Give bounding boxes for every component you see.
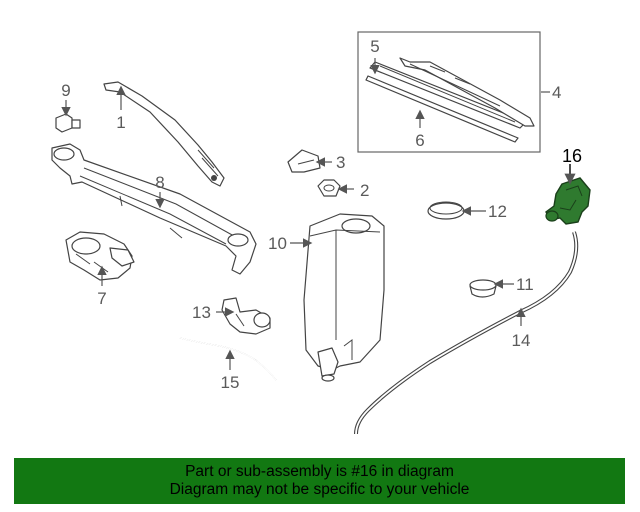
notice-line-1: Part or sub-assembly is #16 in diagram	[185, 463, 454, 480]
part-14-hose	[354, 231, 579, 435]
callout-7: 7	[97, 289, 106, 308]
callout-4: 4	[552, 83, 561, 102]
callout-11: 11	[516, 275, 534, 294]
part-16-highlighted-assembly	[545, 177, 591, 225]
part-12-cap	[427, 201, 465, 220]
callout-16: 16	[562, 146, 582, 166]
callout-labels: 1 2 3 4 5 6 7 8 9 10 11 12 13 14 15 16	[61, 37, 582, 392]
callout-15: 15	[221, 373, 240, 392]
part-3-grommet	[287, 149, 321, 173]
callout-12: 12	[488, 202, 507, 221]
part-9-bolt	[55, 113, 81, 133]
callout-5: 5	[370, 37, 379, 56]
callout-6: 6	[415, 131, 424, 150]
part-7-wiper-motor	[65, 231, 135, 281]
parts-diagram: 1 2 3 4 5 6 7 8 9 10 11 12 13 14 15 16	[51, 31, 591, 435]
part-10-washer-reservoir	[303, 213, 385, 382]
diagram-notice-banner: Part or sub-assembly is #16 in diagram D…	[14, 458, 625, 504]
callout-14: 14	[512, 331, 531, 350]
callout-3: 3	[336, 153, 345, 172]
wiper-blade-inset	[357, 31, 541, 153]
part-13-washer-pump	[221, 297, 271, 335]
part-8-wiper-linkage	[51, 143, 257, 275]
callout-10: 10	[268, 234, 287, 253]
callout-13: 13	[192, 303, 211, 322]
leader-lines	[61, 58, 576, 370]
callout-2: 2	[360, 181, 369, 200]
part-2-nut	[317, 179, 341, 197]
part-11-cap	[469, 279, 497, 298]
part-15-hose	[179, 337, 277, 381]
callout-8: 8	[155, 173, 164, 192]
callout-1: 1	[116, 113, 125, 132]
part-1-wiper-arm	[103, 81, 225, 187]
callout-9: 9	[61, 81, 70, 100]
notice-line-2: Diagram may not be specific to your vehi…	[169, 481, 470, 498]
